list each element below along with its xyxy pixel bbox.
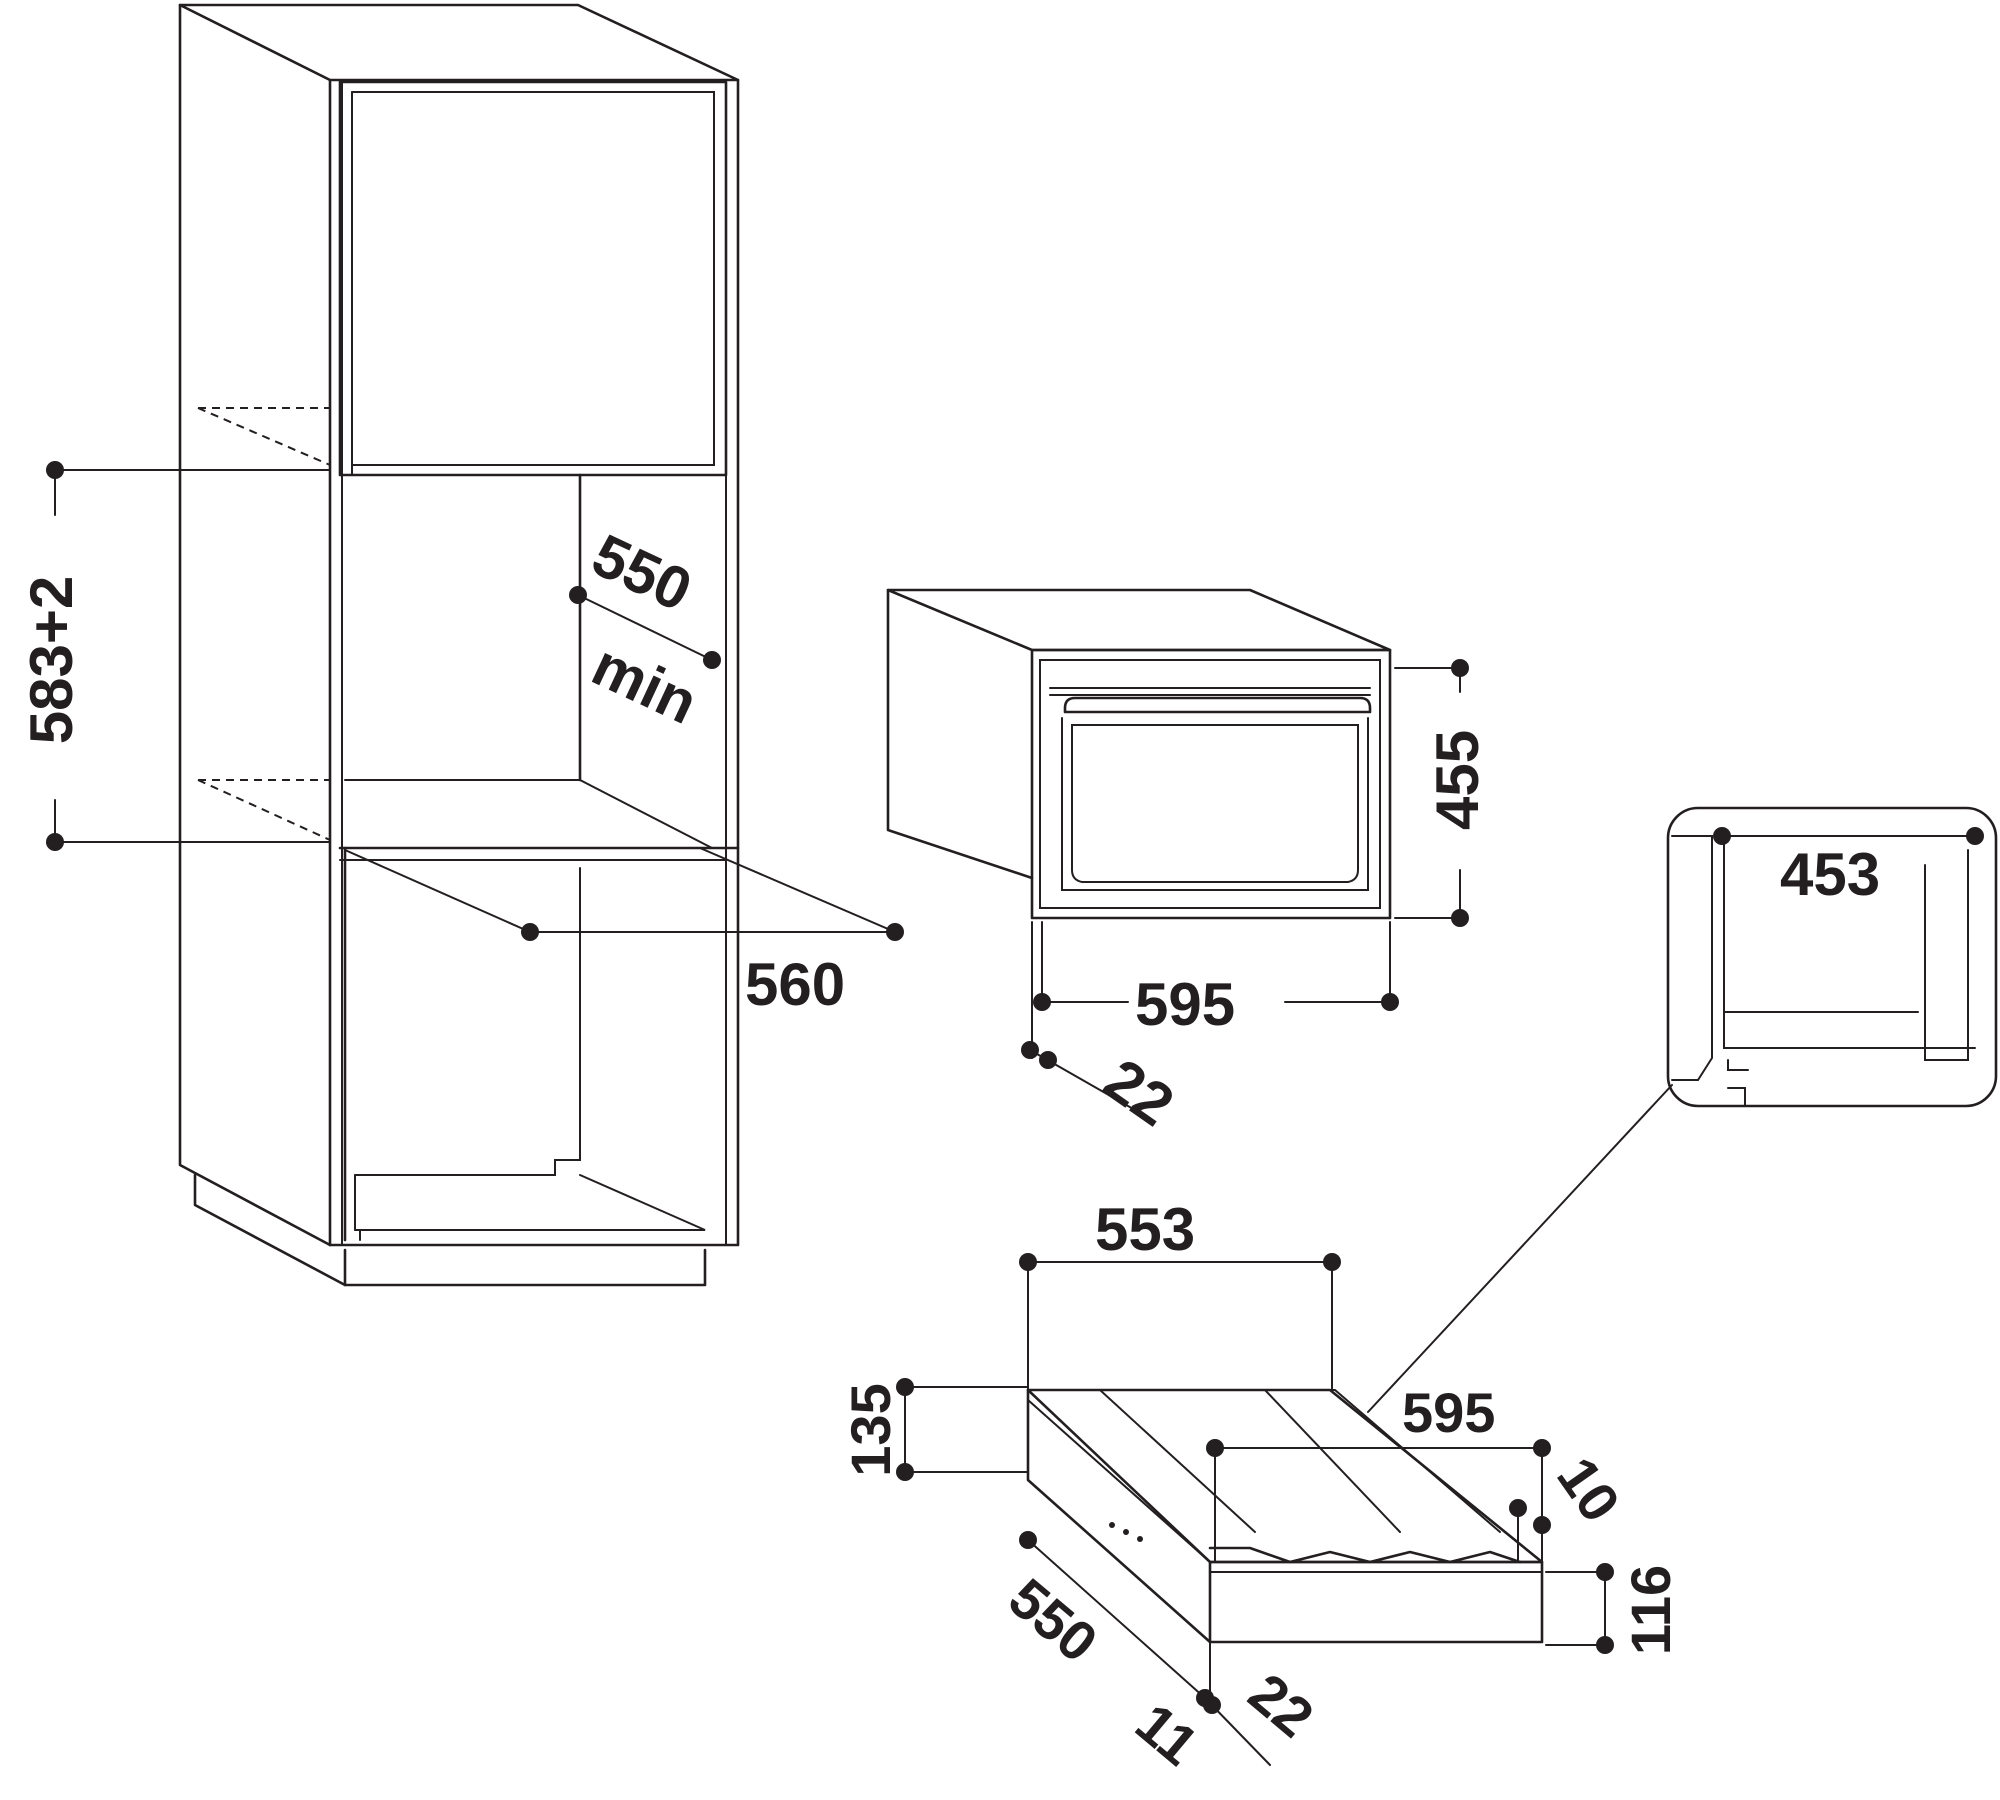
drawer-front-height-dimension: 116 bbox=[1545, 1563, 1682, 1655]
drawer-offset-b-label: 22 bbox=[1237, 1661, 1325, 1749]
dimension-endpoint bbox=[1533, 1516, 1551, 1534]
drawer-gap-label: 10 bbox=[1545, 1446, 1632, 1533]
dimension-endpoint bbox=[1451, 909, 1469, 927]
dimension-endpoint bbox=[46, 833, 64, 851]
dimension-endpoint bbox=[1021, 1041, 1039, 1059]
cabinet-drawing bbox=[178, 3, 740, 1287]
dimension-endpoint bbox=[703, 651, 721, 669]
dimension-endpoint bbox=[1039, 1051, 1057, 1069]
dimension-endpoint bbox=[1509, 1499, 1527, 1517]
drawer-width-dimension: 595 bbox=[1206, 1381, 1551, 1563]
detail-callout: 453 bbox=[1367, 806, 1998, 1413]
warming-drawer-drawing bbox=[1026, 1388, 1544, 1644]
dimension-endpoint bbox=[1966, 827, 1984, 845]
oven-front-offset-label: 22 bbox=[1093, 1046, 1186, 1139]
drawer-offset-a-label: 11 bbox=[1124, 1691, 1210, 1777]
niche-depth-min-label: min bbox=[583, 631, 708, 737]
drawer-width-label: 595 bbox=[1402, 1381, 1495, 1444]
oven-drawing bbox=[886, 588, 1392, 920]
drawer-depth-label: 550 bbox=[997, 1566, 1109, 1674]
niche-depth-value-label: 550 bbox=[583, 521, 702, 624]
dimension-endpoint bbox=[46, 461, 64, 479]
dimension-endpoint bbox=[1713, 827, 1731, 845]
dimension-endpoint bbox=[1019, 1253, 1037, 1271]
dimension-endpoint bbox=[1533, 1439, 1551, 1457]
dimension-endpoint bbox=[886, 923, 904, 941]
oven-width-label: 595 bbox=[1135, 971, 1235, 1038]
detail-width-label: 453 bbox=[1780, 841, 1880, 908]
dimension-endpoint bbox=[1033, 993, 1051, 1011]
dimension-endpoint bbox=[1323, 1253, 1341, 1271]
oven-height-label: 455 bbox=[1424, 730, 1491, 830]
dimension-endpoint bbox=[1381, 993, 1399, 1011]
dimension-endpoint bbox=[1596, 1563, 1614, 1581]
dimension-endpoint bbox=[569, 586, 587, 604]
drawer-front-height-label: 116 bbox=[1619, 1565, 1682, 1655]
drawer-height-label: 135 bbox=[839, 1383, 902, 1476]
dimension-endpoint bbox=[896, 1463, 914, 1481]
dimension-endpoint bbox=[521, 923, 539, 941]
drawer-inner-width-label: 553 bbox=[1095, 1196, 1195, 1263]
niche-depth-dimension: 550 min bbox=[569, 521, 721, 737]
drawer-inner-width-dimension: 553 bbox=[1019, 1196, 1341, 1391]
niche-width-dimension: 560 bbox=[344, 847, 904, 1018]
niche-height-label: 583+2 bbox=[18, 576, 85, 745]
dimension-endpoint bbox=[1206, 1439, 1224, 1457]
dimension-endpoint bbox=[1596, 1636, 1614, 1654]
niche-height-dimension: 583+2 bbox=[18, 461, 331, 851]
dimension-endpoint bbox=[1203, 1696, 1221, 1714]
niche-width-label: 560 bbox=[745, 951, 845, 1018]
dimension-endpoint bbox=[896, 1378, 914, 1396]
oven-width-dimension: 595 22 bbox=[1021, 921, 1399, 1139]
drawer-depth-dimension: 550 11 22 bbox=[997, 1531, 1326, 1777]
dimension-endpoint bbox=[1451, 659, 1469, 677]
drawer-gap-dimension: 10 bbox=[1509, 1446, 1633, 1563]
dimension-endpoint bbox=[1019, 1531, 1037, 1549]
drawer-height-dimension: 135 bbox=[839, 1378, 1029, 1481]
oven-height-dimension: 455 bbox=[1394, 659, 1491, 927]
